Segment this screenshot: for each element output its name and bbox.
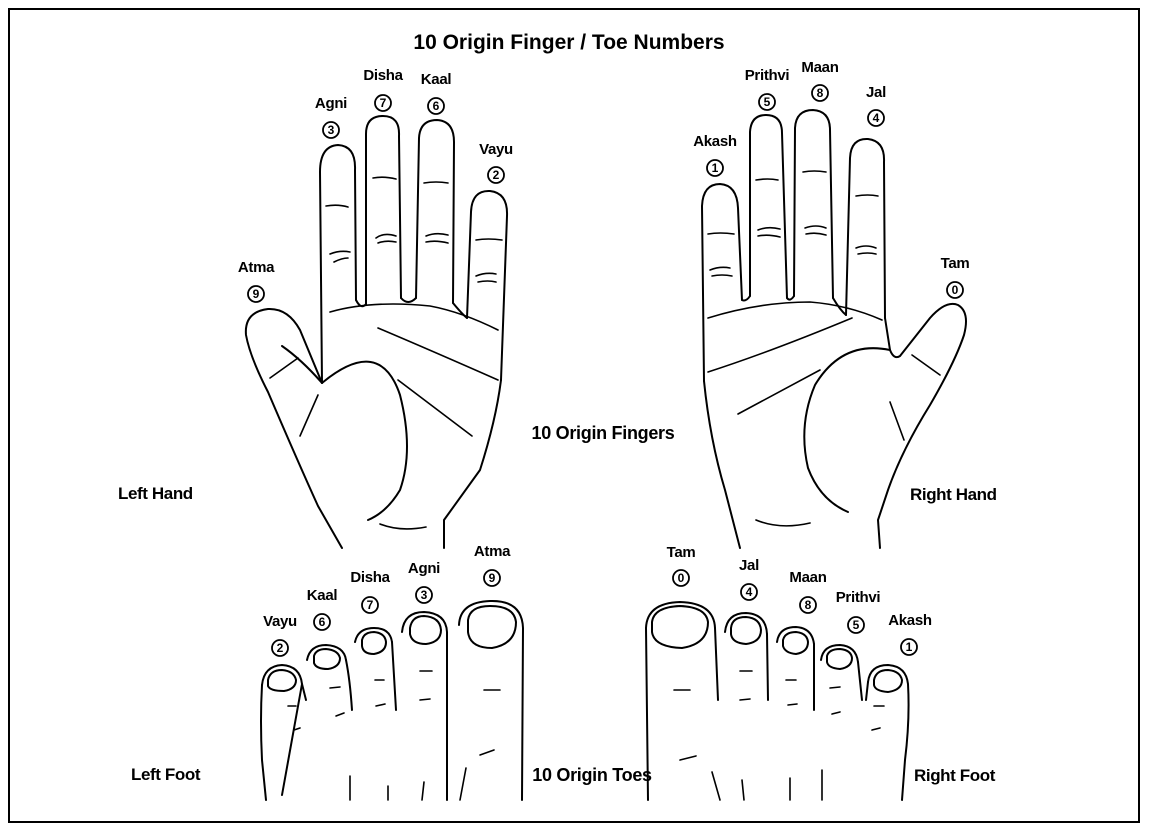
digit-name: Kaal — [307, 587, 338, 604]
digit-label: Jal 4 — [866, 84, 886, 126]
right-foot-label: Right Foot — [914, 766, 996, 785]
digit-label: Prithvi 5 — [745, 67, 790, 110]
digit-label: Jal 4 — [739, 557, 759, 600]
right-hand-drawing — [702, 110, 966, 548]
digit-number: 0 — [678, 571, 685, 585]
digit-number: 4 — [873, 111, 880, 125]
digit-name: Vayu — [479, 141, 513, 158]
digit-label: Akash 1 — [693, 133, 737, 176]
digit-number: 9 — [489, 571, 496, 585]
digit-number: 6 — [433, 99, 440, 113]
digit-name: Akash — [693, 133, 737, 150]
origin-toes-label: 10 Origin Toes — [532, 765, 652, 785]
digit-number: 7 — [367, 598, 374, 612]
digit-number: 8 — [805, 598, 812, 612]
digit-label: Tam 0 — [667, 544, 696, 586]
digit-number: 7 — [380, 96, 387, 110]
digit-label: Atma 9 — [474, 543, 511, 586]
digit-name: Agni — [408, 560, 440, 577]
digit-label: Maan 8 — [801, 59, 838, 101]
left-hand-label: Left Hand — [118, 484, 193, 503]
digit-label: Disha 7 — [363, 67, 403, 111]
left-foot-drawing — [261, 601, 523, 800]
digit-number: 6 — [319, 615, 326, 629]
digit-number: 5 — [853, 618, 860, 632]
digit-number: 5 — [764, 95, 771, 109]
digit-label: Akash 1 — [888, 612, 932, 655]
digit-name: Kaal — [421, 71, 452, 88]
right-hand-label: Right Hand — [910, 485, 997, 504]
digit-name: Prithvi — [836, 589, 881, 606]
digit-label: Agni 3 — [408, 560, 440, 603]
digit-label: Prithvi 5 — [836, 589, 881, 633]
digit-number: 3 — [328, 123, 335, 137]
digit-name: Disha — [363, 67, 403, 84]
digit-number: 9 — [253, 287, 260, 301]
origin-fingers-label: 10 Origin Fingers — [532, 423, 675, 443]
digit-name: Tam — [941, 255, 970, 272]
digit-name: Jal — [866, 84, 886, 101]
digit-label: Kaal 6 — [421, 71, 452, 114]
digit-number: 3 — [421, 588, 428, 602]
right-foot-drawing — [646, 602, 909, 800]
digit-name: Maan — [789, 569, 826, 586]
digit-label: Agni 3 — [315, 95, 347, 138]
digit-name: Jal — [739, 557, 759, 574]
digit-number: 4 — [746, 585, 753, 599]
digit-name: Agni — [315, 95, 347, 112]
digit-label: Vayu 2 — [479, 141, 513, 183]
digit-label: Vayu 2 — [263, 613, 297, 656]
digit-name: Atma — [474, 543, 511, 560]
digit-number: 0 — [952, 283, 959, 297]
diagram-title: 10 Origin Finger / Toe Numbers — [413, 31, 724, 54]
left-hand-drawing — [246, 116, 507, 548]
digit-label: Tam 0 — [941, 255, 970, 298]
left-foot-label: Left Foot — [131, 765, 201, 784]
digit-number: 2 — [493, 168, 500, 182]
digit-number: 1 — [906, 640, 913, 654]
digit-name: Vayu — [263, 613, 297, 630]
digit-number: 2 — [277, 641, 284, 655]
digit-label: Disha 7 — [350, 569, 390, 613]
digit-label: Atma 9 — [238, 259, 275, 302]
digit-number: 1 — [712, 161, 719, 175]
digit-number: 8 — [817, 86, 824, 100]
digit-name: Tam — [667, 544, 696, 561]
digit-name: Atma — [238, 259, 275, 276]
digit-name: Disha — [350, 569, 390, 586]
digit-label: Maan 8 — [789, 569, 826, 613]
digit-name: Maan — [801, 59, 838, 76]
digit-name: Akash — [888, 612, 932, 629]
digit-label: Kaal 6 — [307, 587, 338, 630]
digit-name: Prithvi — [745, 67, 790, 84]
left-hand-digit-labels: Atma 9 Agni 3 Disha 7 Kaal 6 Vayu 2 — [238, 67, 513, 302]
